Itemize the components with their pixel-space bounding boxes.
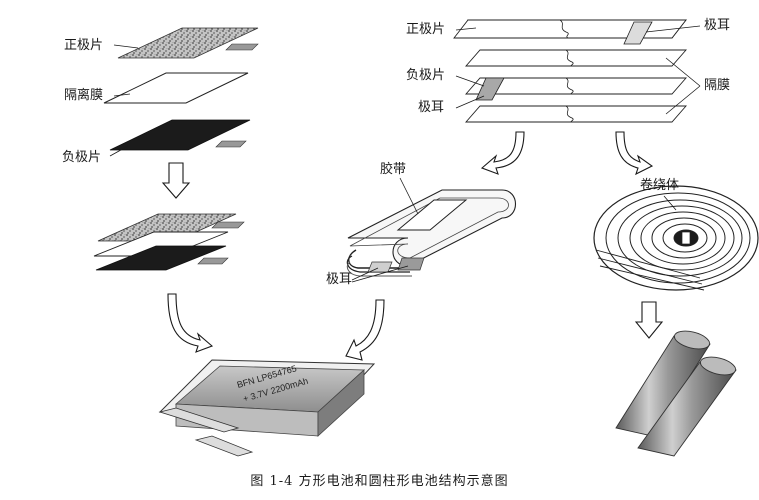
positive-plate-sheet: [117, 27, 259, 59]
strip-separator-2: [465, 105, 687, 123]
cylindrical-cell-front: [637, 356, 737, 457]
leader-positive: [113, 44, 139, 49]
pouch-tab-1: [158, 407, 240, 433]
arrow-down-right: [634, 301, 664, 339]
center-tab-2: [397, 257, 425, 271]
leader-tab-center-a: [351, 267, 379, 281]
pouch-cell: BFN LP654765 + 3.7V 2200mAh: [158, 359, 376, 457]
wound-flat-cell: [346, 189, 517, 277]
label-r-positive-plate: 正极片: [406, 22, 446, 37]
strip-negative: [465, 77, 687, 101]
jellyroll-coil: [593, 185, 759, 291]
pouch-tab-2: [194, 435, 254, 457]
arrow-curve-right: [615, 131, 654, 176]
label-negative-plate: 负极片: [62, 150, 102, 165]
leader-r-tab-top: [645, 25, 701, 33]
strip-separator-1: [465, 49, 687, 67]
label-r-tab-top: 极耳: [704, 18, 731, 33]
arrow-curve-center-down: [345, 299, 385, 361]
leader-r-tab: [455, 95, 485, 109]
leader-negative: [109, 145, 129, 157]
label-r-separator: 隔膜: [704, 78, 731, 93]
figure-caption: 图 1-4 方形电池和圆柱形电池结构示意图: [250, 474, 509, 489]
arrow-curve-center-top: [480, 131, 525, 175]
stacked-assembly: [93, 213, 245, 271]
leader-tab-center-b: [351, 265, 409, 283]
label-positive-plate: 正极片: [64, 38, 104, 53]
leader-separator: [113, 93, 131, 97]
strip-positive: [453, 19, 687, 45]
negative-plate-sheet: [109, 119, 251, 151]
leader-tape: [399, 177, 419, 215]
center-tab-1: [367, 261, 393, 273]
label-tape: 胶带: [380, 162, 407, 177]
leader-r-positive: [455, 27, 477, 31]
arrow-down-left-2: [167, 293, 214, 353]
label-tab-center: 极耳: [326, 272, 353, 287]
label-separator: 隔离膜: [64, 88, 104, 103]
leader-r-separator: [665, 57, 701, 115]
label-r-tab: 极耳: [418, 100, 445, 115]
label-r-negative-plate: 负极片: [406, 68, 446, 83]
separator-sheet: [103, 72, 249, 104]
tape-strip: [396, 199, 468, 231]
leader-r-negative: [455, 75, 485, 87]
label-jellyroll: 卷绕体: [640, 178, 680, 193]
arrow-down-left-1: [161, 162, 191, 199]
leader-jellyroll: [663, 195, 677, 211]
